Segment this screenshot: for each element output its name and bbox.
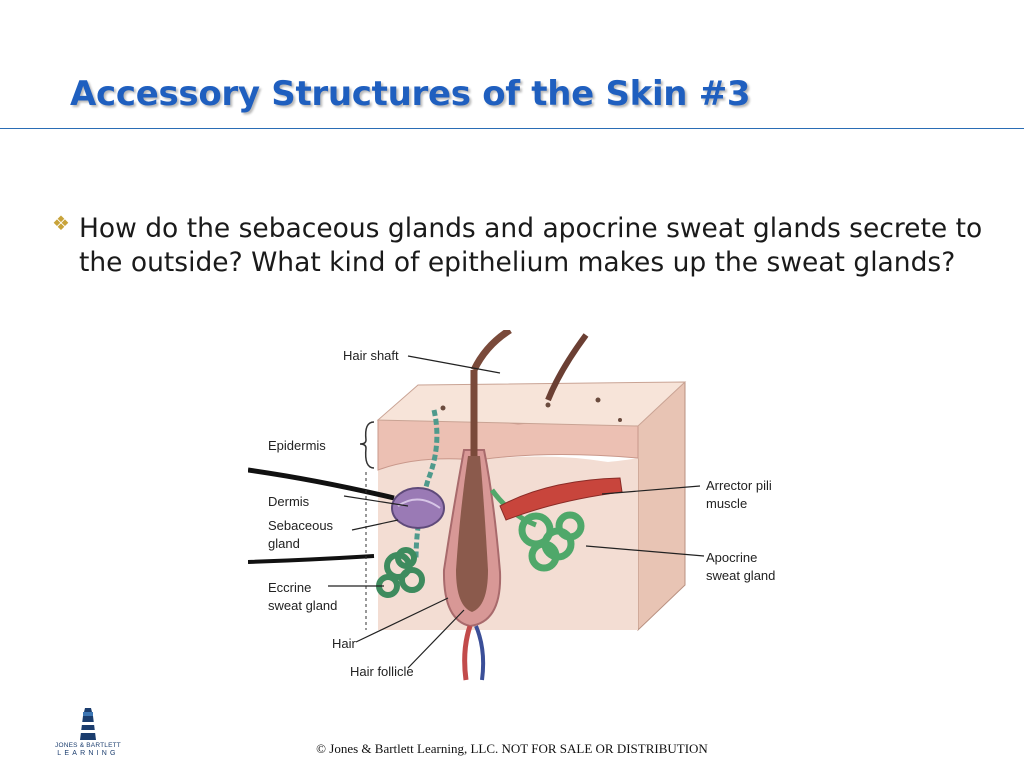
label-apocrine-line2: sweat gland xyxy=(706,568,775,583)
label-dermis: Dermis xyxy=(268,494,310,509)
label-hair-follicle: Hair follicle xyxy=(350,664,414,679)
label-epidermis: Epidermis xyxy=(268,438,326,453)
logo-wordmark-line1: JONES & BARTLETT xyxy=(55,742,121,749)
label-hair: Hair xyxy=(332,636,357,651)
slide-title: Accessory Structures of the Skin #3 xyxy=(70,74,751,114)
logo-wordmark-line2: LEARNING xyxy=(57,750,119,757)
label-hair-shaft: Hair shaft xyxy=(343,348,399,363)
copyright-footer: © Jones & Bartlett Learning, LLC. NOT FO… xyxy=(316,741,708,756)
title-divider xyxy=(0,128,1024,129)
skin-diagram: Hair shaft Epidermis Dermis Sebaceous gl… xyxy=(248,330,800,682)
label-eccrine-line2: sweat gland xyxy=(268,598,337,613)
label-apocrine-line1: Apocrine xyxy=(706,550,757,565)
label-arrector-line2: muscle xyxy=(706,496,747,511)
publisher-logo: JONES & BARTLETT LEARNING xyxy=(52,704,124,762)
diamond-bullet-icon: ❖ xyxy=(52,211,70,235)
lighthouse-icon xyxy=(80,708,96,740)
bullet-question: How do the sebaceous glands and apocrine… xyxy=(79,213,983,278)
label-sebaceous-line2: gland xyxy=(268,536,300,551)
label-sebaceous-line1: Sebaceous xyxy=(268,518,334,533)
label-arrector-line1: Arrector pili xyxy=(706,478,772,493)
label-eccrine-line1: Eccrine xyxy=(268,580,311,595)
skin-diagram-illustration: Hair shaft Epidermis Dermis Sebaceous gl… xyxy=(248,330,775,681)
